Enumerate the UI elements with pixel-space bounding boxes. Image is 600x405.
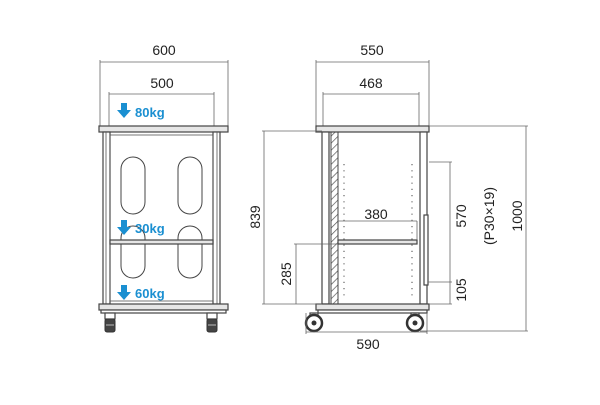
dimension-overall-depth: 550 bbox=[315, 42, 430, 126]
label-bottom-clearance: 105 bbox=[453, 278, 469, 302]
label-inner-width: 500 bbox=[150, 75, 174, 91]
label-overall-depth: 550 bbox=[360, 42, 384, 58]
side-middle-shelf bbox=[337, 239, 418, 245]
dimension-base-depth: 590 bbox=[305, 313, 428, 352]
label-total-height: 1000 bbox=[509, 200, 525, 231]
side-bottom-board bbox=[315, 303, 430, 311]
caster-icon bbox=[206, 312, 218, 333]
front-bottom-board bbox=[98, 303, 229, 311]
label-shelf-depth: 380 bbox=[364, 206, 388, 222]
label-height-839: 839 bbox=[247, 205, 263, 229]
dimension-bottom-clearance: 105 bbox=[429, 278, 469, 305]
dimension-inner-depth: 468 bbox=[322, 75, 420, 126]
down-arrow-icon bbox=[117, 103, 131, 118]
panel-slot bbox=[177, 156, 203, 215]
load-label-top: 80kg bbox=[117, 103, 165, 120]
front-right-post bbox=[212, 131, 221, 305]
front-back-panel bbox=[109, 134, 214, 302]
load-value-bottom: 60kg bbox=[135, 286, 165, 301]
dimension-overall-width: 600 bbox=[99, 42, 229, 126]
side-rear-post bbox=[321, 131, 330, 305]
dimension-shelf-depth: 380 bbox=[338, 206, 417, 222]
side-handle bbox=[423, 214, 429, 286]
dimension-inner-width: 500 bbox=[108, 75, 215, 126]
caster-icon bbox=[405, 312, 425, 333]
load-label-middle: 30kg bbox=[117, 220, 165, 236]
load-value-middle: 30kg bbox=[135, 221, 165, 236]
panel-slot bbox=[120, 156, 146, 215]
dimension-upper-clearance: 570 bbox=[428, 161, 469, 283]
load-label-bottom: 60kg bbox=[117, 285, 165, 301]
down-arrow-icon bbox=[117, 285, 131, 300]
panel-slot bbox=[177, 225, 203, 279]
front-base bbox=[100, 309, 227, 314]
dimension-shelf-height: 285 bbox=[278, 243, 338, 304]
side-view: 550 468 bbox=[247, 42, 528, 352]
side-back-panel bbox=[330, 131, 339, 305]
front-top-board bbox=[98, 125, 229, 133]
label-upper-clearance: 570 bbox=[453, 204, 469, 228]
side-base bbox=[317, 309, 428, 314]
side-top-board bbox=[315, 125, 430, 133]
label-shelf-height: 285 bbox=[278, 262, 294, 286]
label-overall-width: 600 bbox=[152, 42, 176, 58]
caster-icon bbox=[304, 312, 324, 333]
panel-slot bbox=[120, 225, 146, 279]
front-view: 600 500 bbox=[98, 42, 229, 333]
dimension-total-height: 1000 bbox=[420, 125, 528, 332]
down-arrow-icon bbox=[117, 220, 131, 235]
caster-icon bbox=[104, 312, 116, 333]
label-base-depth: 590 bbox=[356, 336, 380, 352]
label-inner-depth: 468 bbox=[359, 75, 383, 91]
label-pitch: (P30×19) bbox=[481, 187, 497, 245]
dimension-height-839: 839 bbox=[247, 130, 322, 305]
front-left-post bbox=[102, 131, 111, 305]
load-value-top: 80kg bbox=[135, 105, 165, 120]
front-middle-shelf bbox=[109, 239, 214, 245]
